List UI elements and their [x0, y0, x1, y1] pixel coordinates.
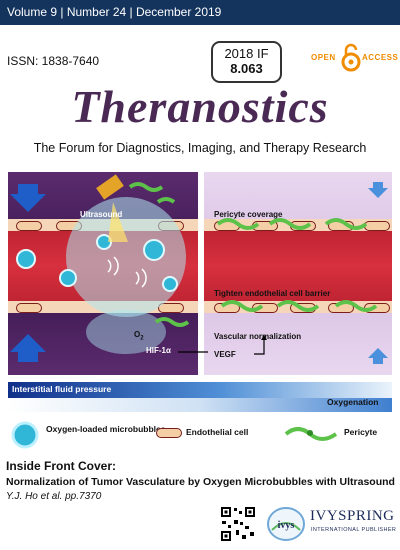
cover-caption-author: Y.J. Ho et al. pp.7370	[6, 491, 102, 502]
ivyspring-logo: ivys	[267, 507, 305, 541]
pericyte	[324, 218, 368, 230]
microbubble	[59, 269, 77, 287]
cover-caption-title: Inside Front Cover:	[6, 459, 117, 473]
arrow-up-icon	[368, 348, 388, 364]
endothelial-cell	[158, 303, 184, 313]
publisher-sub: INTERNATIONAL PUBLISHER	[311, 527, 397, 533]
journal-title: Theranostics	[71, 81, 329, 132]
impact-factor-value: 8.063	[230, 61, 263, 76]
label-o2-sub: 2	[140, 335, 144, 342]
open-access-lock-icon	[341, 43, 361, 72]
label-tighten: Tighten endothelial cell barrier	[214, 289, 331, 298]
endothelial-legend-icon	[156, 428, 182, 438]
label-interstitial-pressure: Interstitial fluid pressure	[12, 384, 112, 394]
legend-microbubbles: Oxygen-loaded microbubbles	[46, 424, 166, 434]
label-vegf: VEGF	[214, 350, 236, 359]
pericyte	[268, 218, 312, 230]
label-oxygenation: Oxygenation	[327, 397, 379, 407]
cover-caption-subtitle: Normalization of Tumor Vasculature by Ox…	[6, 476, 395, 488]
pericyte	[156, 197, 176, 204]
label-o2: O2	[134, 330, 144, 342]
impact-factor-badge: 2018 IF 8.063	[211, 41, 282, 83]
legend-endothelial: Endothelial cell	[186, 427, 249, 437]
arrow-down-icon	[10, 184, 46, 212]
interstitial-pressure-bar	[8, 382, 392, 398]
pericyte	[128, 182, 164, 192]
pericyte	[334, 300, 378, 312]
sound-waves	[107, 256, 147, 288]
ivyspring-logo-text: ivys	[278, 520, 295, 531]
issue-line: Volume 9 | Number 24 | December 2019	[7, 5, 222, 19]
ultrasound-transducer	[96, 174, 124, 200]
microbubble	[162, 276, 178, 292]
label-hif: HIF-1α	[146, 346, 171, 355]
microbubble-legend-icon	[11, 421, 39, 449]
issue-bar: Volume 9 | Number 24 | December 2019	[0, 0, 400, 25]
open-access-open: OPEN	[311, 53, 336, 62]
arrow-down-icon	[368, 182, 388, 198]
pericyte	[220, 300, 264, 312]
pericyte	[216, 218, 260, 230]
label-ultrasound: Ultrasound	[80, 210, 123, 219]
pathway-arrow	[254, 340, 265, 355]
qr-code-icon[interactable]	[220, 506, 256, 542]
impact-factor-label: 2018 IF	[224, 46, 269, 61]
ultrasound-cloud	[66, 197, 186, 317]
pericyte-legend-icon	[284, 427, 338, 441]
label-vascular-normalization: Vascular normalization	[214, 332, 302, 341]
label-pericyte-coverage: Pericyte coverage	[214, 210, 283, 219]
legend-pericyte: Pericyte	[344, 427, 378, 437]
pericyte	[154, 317, 190, 327]
label-o2-text: O	[134, 330, 141, 339]
open-access-access: ACCESS	[362, 53, 399, 62]
pathway-arrowhead	[261, 335, 267, 340]
publisher-name: IVYSPRING	[310, 508, 395, 524]
endothelial-cell	[16, 303, 42, 313]
blood-vessel-right	[204, 219, 392, 313]
figure-illustration	[10, 174, 388, 364]
pericyte	[276, 300, 320, 312]
oxygen-cloud	[86, 310, 166, 354]
arrow-up-icon	[10, 334, 46, 362]
microbubble	[143, 239, 165, 261]
journal-tagline: The Forum for Diagnostics, Imaging, and …	[33, 141, 367, 155]
endothelial-cell	[16, 221, 42, 231]
oxygenation-bar	[8, 398, 392, 412]
issn: ISSN: 1838-7640	[7, 54, 100, 68]
cover-figure: Ultrasound O2 HIF-1α Pericyte coverage T…	[8, 172, 392, 375]
figure-legend: Oxygen-loaded microbubbles Endothelial c…	[8, 418, 392, 456]
microbubble	[16, 249, 36, 269]
ultrasound-beam	[108, 202, 128, 242]
open-access-logo: OPEN ACCESS	[311, 43, 399, 73]
